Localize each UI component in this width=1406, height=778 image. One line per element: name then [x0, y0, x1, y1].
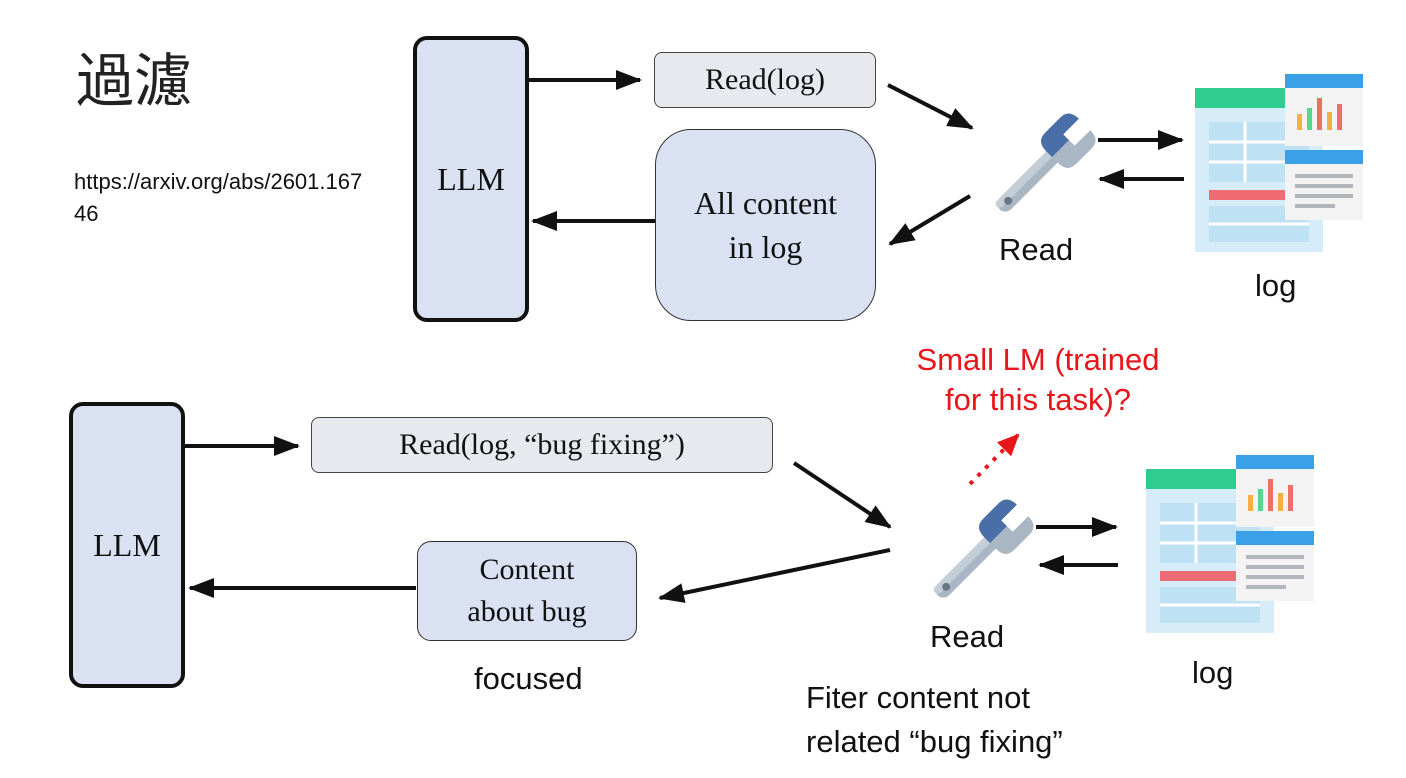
small-lm-line1: Small LM (trained [916, 342, 1160, 377]
read-call-label-bottom: Read(log, “bug fixing”) [399, 428, 685, 461]
small-lm-note: Small LM (trained for this task)? [878, 340, 1198, 420]
log-label-bottom: log [1192, 655, 1234, 690]
content-about-bug-box: Content about bug [417, 541, 637, 641]
arrow-tool-to-content [888, 194, 972, 246]
read-call-label-top: Read(log) [705, 63, 825, 96]
filter-line2: related “bug fixing” [806, 724, 1063, 759]
focused-label: focused [474, 661, 583, 696]
all-content-line1: All content [693, 185, 838, 221]
log-label-top: log [1255, 268, 1297, 303]
tool-label-top: Read [999, 232, 1074, 267]
content-about-bug-line1: Content [479, 553, 575, 586]
spreadsheet-document-icon [1195, 74, 1363, 252]
wrench-icon [995, 113, 1096, 212]
llm-box-top: LLM [413, 36, 529, 322]
arrow-call-to-tool-2 [792, 461, 892, 529]
arrow-small-lm-dotted [968, 433, 1020, 486]
llm-label-top: LLM [437, 160, 505, 197]
wrench-icon [933, 499, 1034, 598]
read-call-pill-bottom: Read(log, “bug fixing”) [311, 417, 773, 473]
read-call-pill-top: Read(log) [654, 52, 876, 108]
arrow-call-to-tool [887, 83, 974, 130]
tool-label-bottom: Read [930, 619, 1005, 654]
arrow-tool-to-content-2 [658, 548, 891, 603]
page-title: 過濾 [76, 47, 193, 115]
filter-description: Fiter content not related “bug fixing” [806, 676, 1063, 764]
llm-box-bottom: LLM [69, 402, 185, 688]
small-lm-line2: for this task)? [944, 382, 1132, 417]
all-content-line2: in log [728, 229, 803, 265]
filter-line1: Fiter content not [806, 680, 1031, 715]
all-content-box: All content in log [655, 129, 876, 321]
spreadsheet-document-icon [1146, 455, 1314, 633]
content-about-bug-line2: about bug [467, 595, 587, 628]
llm-label-bottom: LLM [93, 526, 161, 563]
reference-url[interactable]: https://arxiv.org/abs/2601.16746 [74, 169, 363, 226]
